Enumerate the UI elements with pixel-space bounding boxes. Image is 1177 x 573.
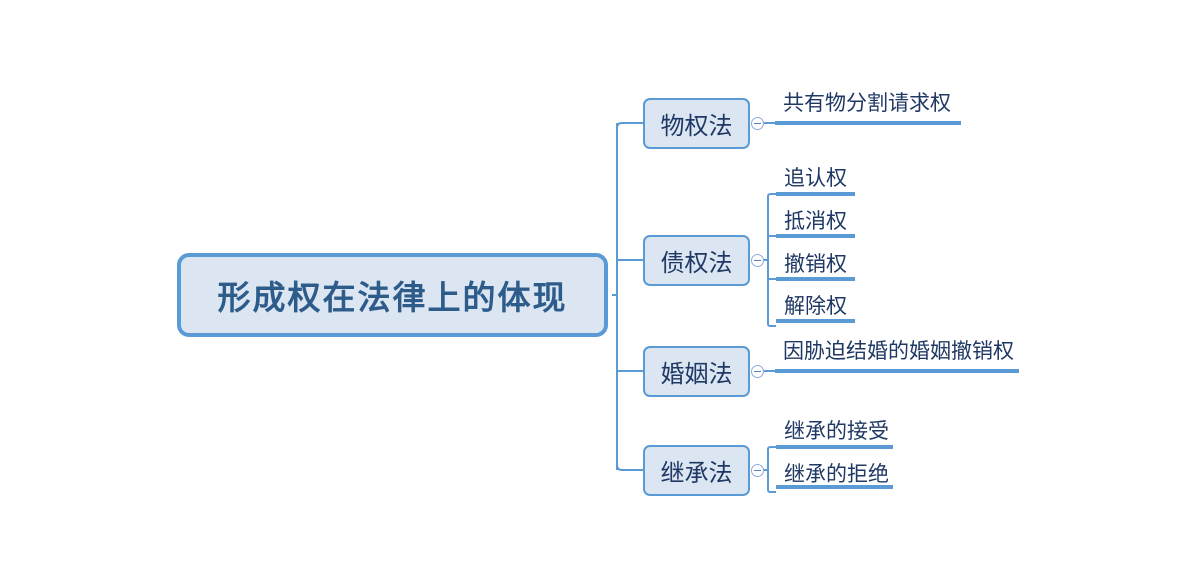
leaf-item-label: 追认权 <box>784 167 847 190</box>
leaf-item[interactable]: 解除权 <box>776 289 847 319</box>
leaf-item-label: 共有物分割请求权 <box>783 92 951 115</box>
leaf-item[interactable]: 抵消权 <box>776 204 847 234</box>
leaf-item-label: 撤销权 <box>784 253 847 276</box>
leaf-underline <box>776 277 855 281</box>
leaf-underline <box>775 369 1019 373</box>
leaf-item-label: 解除权 <box>784 295 847 318</box>
connector-to-branch-3 <box>616 460 643 471</box>
leaf-item[interactable]: 继承的接受 <box>776 414 889 444</box>
collapse-minus-icon[interactable] <box>751 365 764 378</box>
branch-node-label: 继承法 <box>660 460 733 487</box>
collapse-minus-icon[interactable] <box>751 254 764 267</box>
leaf-underline <box>776 319 855 323</box>
leaf-underline <box>775 121 961 125</box>
leaf-item[interactable]: 继承的拒绝 <box>776 457 889 487</box>
branch-node-wuquanfa[interactable]: 物权法 <box>643 98 750 149</box>
leaf-item-label: 因胁迫结婚的婚姻撤销权 <box>783 340 1014 363</box>
branch-node-label: 婚姻法 <box>660 361 733 388</box>
connector-to-branch-0 <box>616 122 643 133</box>
connector-branch1-leaf-3 <box>767 321 776 327</box>
collapse-minus-icon[interactable] <box>751 464 764 477</box>
collapse-minus-icon[interactable] <box>751 117 764 130</box>
leaf-item[interactable]: 撤销权 <box>776 247 847 277</box>
branch-node-zhaiquanfa[interactable]: 债权法 <box>643 235 750 286</box>
connector-branch3-leaf-0 <box>767 446 776 452</box>
leaf-item[interactable]: 追认权 <box>776 161 847 191</box>
leaf-item-label: 继承的拒绝 <box>784 463 889 486</box>
branch-node-label: 债权法 <box>660 250 733 277</box>
leaf-underline <box>776 485 893 489</box>
leaf-item[interactable]: 因胁迫结婚的婚姻撤销权 <box>775 334 1014 364</box>
leaf-item-label: 继承的接受 <box>784 420 889 443</box>
leaf-underline <box>776 192 855 196</box>
leaf-underline <box>776 445 893 449</box>
leaf-item[interactable]: 共有物分割请求权 <box>775 86 951 116</box>
branch-node-label: 物权法 <box>660 113 733 140</box>
leaf-item-label: 抵消权 <box>784 210 847 233</box>
leaf-underline <box>776 234 855 238</box>
connector-branch1-leaf-0 <box>767 193 776 199</box>
root-node[interactable]: 形成权在法律上的体现 <box>177 253 608 337</box>
root-node-label: 形成权在法律上的体现 <box>217 279 568 316</box>
connector-branch3-leaf-1 <box>767 487 776 493</box>
branch-node-jichengfa[interactable]: 继承法 <box>643 445 750 496</box>
branch-node-hunyinfa[interactable]: 婚姻法 <box>643 346 750 397</box>
